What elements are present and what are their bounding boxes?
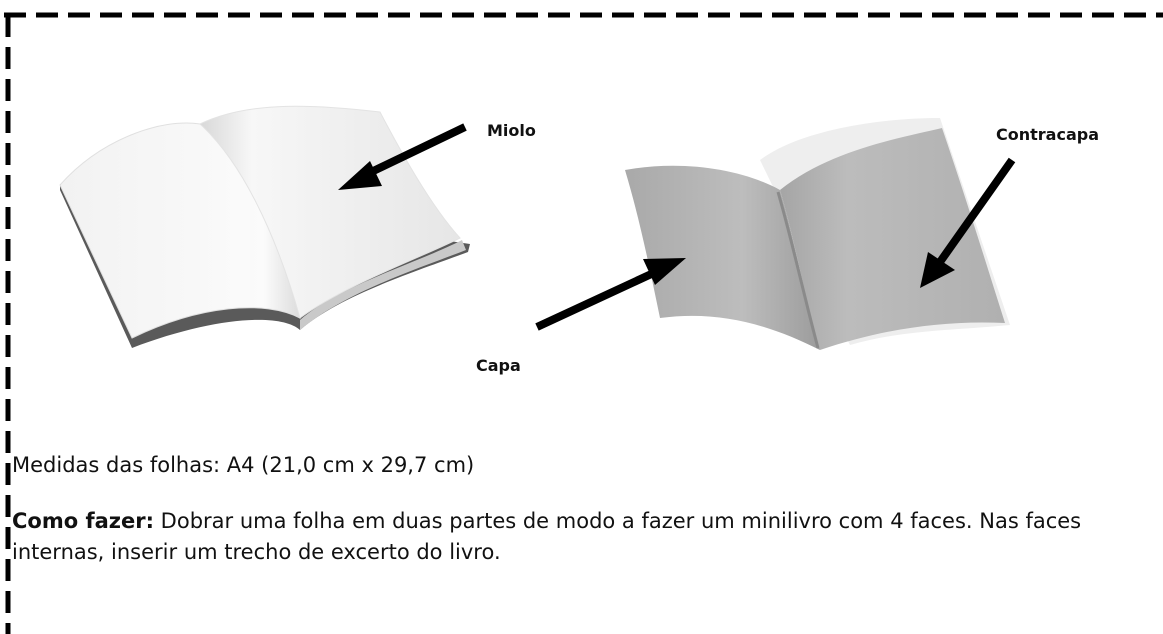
sheet-measures: Medidas das folhas: A4 (21,0 cm x 29,7 c… bbox=[12, 453, 475, 477]
label-miolo: Miolo bbox=[487, 121, 536, 140]
arrow-miolo bbox=[338, 123, 467, 190]
instructions-heading: Como fazer: bbox=[12, 509, 154, 533]
back-cover bbox=[780, 128, 1005, 350]
arrow-contracapa bbox=[920, 157, 1016, 288]
instructions-body: Dobrar uma folha em duas partes de modo … bbox=[12, 509, 1082, 564]
spine-crease bbox=[776, 191, 820, 349]
label-contracapa: Contracapa bbox=[996, 125, 1099, 144]
front-cover bbox=[625, 165, 820, 350]
cover-book bbox=[625, 118, 1010, 350]
label-capa: Capa bbox=[476, 356, 521, 375]
open-book-miolo bbox=[59, 105, 470, 348]
instructions: Como fazer: Dobrar uma folha em duas par… bbox=[12, 506, 1132, 568]
page-stack-right bbox=[300, 240, 466, 330]
arrow-capa bbox=[535, 258, 686, 331]
